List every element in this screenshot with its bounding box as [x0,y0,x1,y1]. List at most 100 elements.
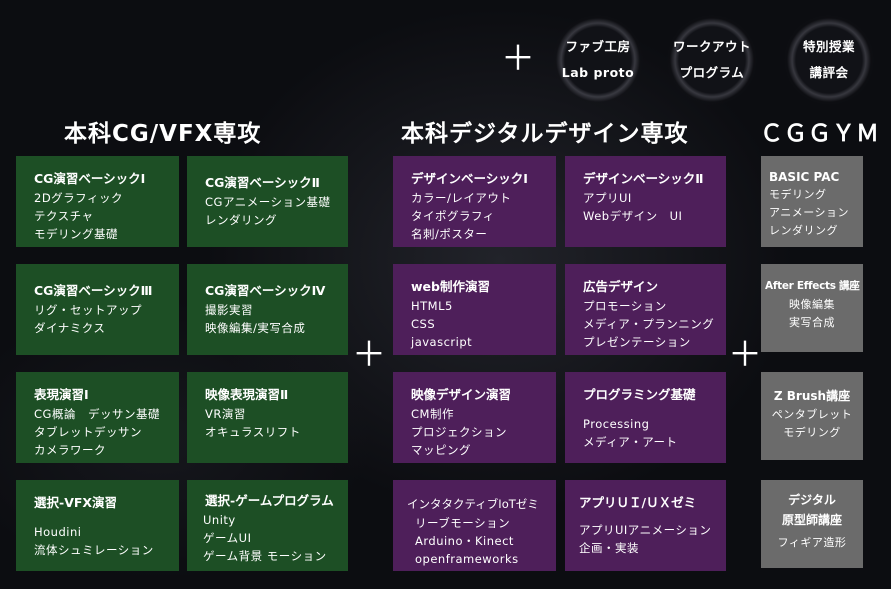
cggym-card-digital-figure: デジタル 原型師講座 フィギア造形 [761,480,863,568]
card-title: CG演習ベーシックⅠ [34,171,146,186]
design-card-programming: プログラミング基礎 Processing メディア・アート [565,372,726,463]
card-title: 映像表現演習Ⅱ [205,387,289,402]
card-line: アニメーション [769,206,850,219]
cg-card-game-elective: 選択-ゲームプログラム Unity ゲームUI ゲーム背景 モーション [187,480,348,571]
cg-card-basic-3: CG演習ベーシックⅢ リグ・セットアップ ダイナミクス [16,264,179,355]
card-line: ゲームUI [203,531,252,545]
card-line: モデリング [783,426,841,439]
card-line: モデリング基礎 [34,227,118,241]
card-line: ペンタブレット [771,408,853,421]
card-line: 映像編集/実写合成 [205,321,306,335]
extra-workout-line-1: ワークアウト [672,39,751,54]
card-line: タイポグラフィ [411,209,495,223]
card-line: ダイナミクス [34,321,106,335]
card-line: リグ・セットアップ [34,303,142,317]
card-title: 選択-VFX演習 [34,495,118,510]
card-title: 原型師講座 [781,513,842,527]
design-card-video: 映像デザイン演習 CM制作 プロジェクション マッピング [393,372,556,463]
card-line: タブレットデッサン [34,425,142,439]
card-line: オキュラスリフト [205,425,301,439]
card-line: レンダリング [769,224,838,237]
card-line: CGアニメーション基礎 [205,195,331,209]
card-line: 企画・実装 [579,541,639,555]
cggym-card-basic-pac: BASIC PAC モデリング アニメーション レンダリング [761,156,863,247]
card-line: openframeworks [415,552,519,566]
card-line: CSS [411,317,436,331]
card-line: HTML5 [411,299,453,313]
card-title: BASIC PAC [769,170,840,184]
card-title: 広告デザイン [583,279,659,294]
card-line: マッピング [411,443,471,457]
card-title: デジタル [788,493,836,507]
card-title: web制作演習 [411,279,490,294]
card-title: CG演習ベーシックⅣ [205,283,326,298]
card-line: 実写合成 [789,316,835,329]
cg-card-basic-1: CG演習ベーシックⅠ 2Dグラフィック テクスチャ モデリング基礎 [16,156,179,247]
extra-fablab-line-1: ファブ工房 [565,39,631,54]
card-line: 映像編集 [789,298,835,311]
card-title: 選択-ゲームプログラム [205,493,334,508]
card-line: VR演習 [205,407,246,421]
card-line: カメラワーク [34,443,106,457]
design-card-basic-2: デザインベーシックⅡ アプリUI Webデザイン UI [565,156,726,247]
card-title: CG演習ベーシックⅡ [205,175,320,190]
card-title: Z Brush講座 [773,389,851,403]
card-line: テクスチャ [34,209,94,223]
card-line: アプリUIアニメーション [579,523,712,537]
card-line: レンダリング [205,213,277,227]
card-title: 映像デザイン演習 [411,387,512,402]
card-line: カラー/レイアウト [411,191,512,205]
card-line: メディア・アート [583,435,678,449]
card-line: プロモーション [583,299,667,313]
extra-fablab-line-2: Lab proto [561,65,635,80]
card-line: Houdini [34,525,82,539]
card-line: ゲーム背景 モーション [203,549,327,563]
card-line: モデリング [769,188,827,201]
card-line: 撮影実習 [205,303,253,317]
card-line: プレゼンテーション [583,335,691,349]
card-line: フィギア造形 [777,536,847,549]
card-title: インタタクティブIoTゼミ [407,497,539,511]
card-line: CG概論 デッサン基礎 [34,407,160,421]
cggym-card-zbrush: Z Brush講座 ペンタブレット モデリング [761,372,863,460]
extra-fablab-bubble: ファブ工房 Lab proto [553,15,643,105]
card-line: アプリUI [583,191,632,205]
card-title: アプリＵＩ/ＵＸゼミ [579,495,697,510]
card-line: 名刺/ポスター [411,227,488,241]
cggym-card-after-effects: After Effects 講座 映像編集 実写合成 [761,264,863,352]
card-title: プログラミング基礎 [583,387,696,402]
cg-card-vfx-elective: 選択-VFX演習 Houdini 流体シュミレーション [16,480,179,571]
extra-workout-line-2: プログラム [679,65,745,80]
plus-icon-middle-right: ＋ [728,335,762,375]
cg-card-basic-2: CG演習ベーシックⅡ CGアニメーション基礎 レンダリング [187,156,348,247]
plus-icon-middle-left: ＋ [352,335,386,375]
extra-special-class-bubble: 特別授業 講評会 [784,15,874,105]
plus-icon-top: ＋ [501,39,535,79]
cg-card-basic-4: CG演習ベーシックⅣ 撮影実習 映像編集/実写合成 [187,264,348,355]
card-line: Unity [203,513,236,527]
card-line: プロジェクション [411,425,507,439]
card-line: メディア・プランニング [583,317,715,331]
card-title: 表現演習Ⅰ [34,387,89,402]
design-card-basic-1: デザインベーシックⅠ カラー/レイアウト タイポグラフィ 名刺/ポスター [393,156,556,247]
card-line: Webデザイン UI [583,209,683,223]
extra-special-class-line-1: 特別授業 [802,39,855,54]
design-card-app-ux-seminar: アプリＵＩ/ＵＸゼミ アプリUIアニメーション 企画・実装 [565,480,726,571]
card-title: CG演習ベーシックⅢ [34,283,153,298]
card-title: デザインベーシックⅡ [583,171,704,186]
card-line: javascript [411,335,473,349]
design-section-heading: 本科デジタルデザイン専攻 [401,121,689,147]
design-card-iot-seminar: インタタクティブIoTゼミ リーブモーション Arduino・Kinect op… [393,480,556,571]
cg-card-expression-1: 表現演習Ⅰ CG概論 デッサン基礎 タブレットデッサン カメラワーク [16,372,179,463]
cg-card-expression-2: 映像表現演習Ⅱ VR演習 オキュラスリフト [187,372,348,463]
card-line: Arduino・Kinect [415,534,514,548]
design-card-web: web制作演習 HTML5 CSS javascript [393,264,556,355]
card-line: Processing [583,417,650,431]
cggym-section-heading: ＣＧＧＹＭ [760,121,880,147]
cg-section-heading: 本科CG/VFX専攻 [64,121,262,147]
card-title: デザインベーシックⅠ [411,171,528,186]
extra-workout-bubble: ワークアウト プログラム [667,15,757,105]
card-line: CM制作 [411,407,454,421]
card-line: 2Dグラフィック [34,191,123,205]
card-line: リーブモーション [415,516,511,530]
